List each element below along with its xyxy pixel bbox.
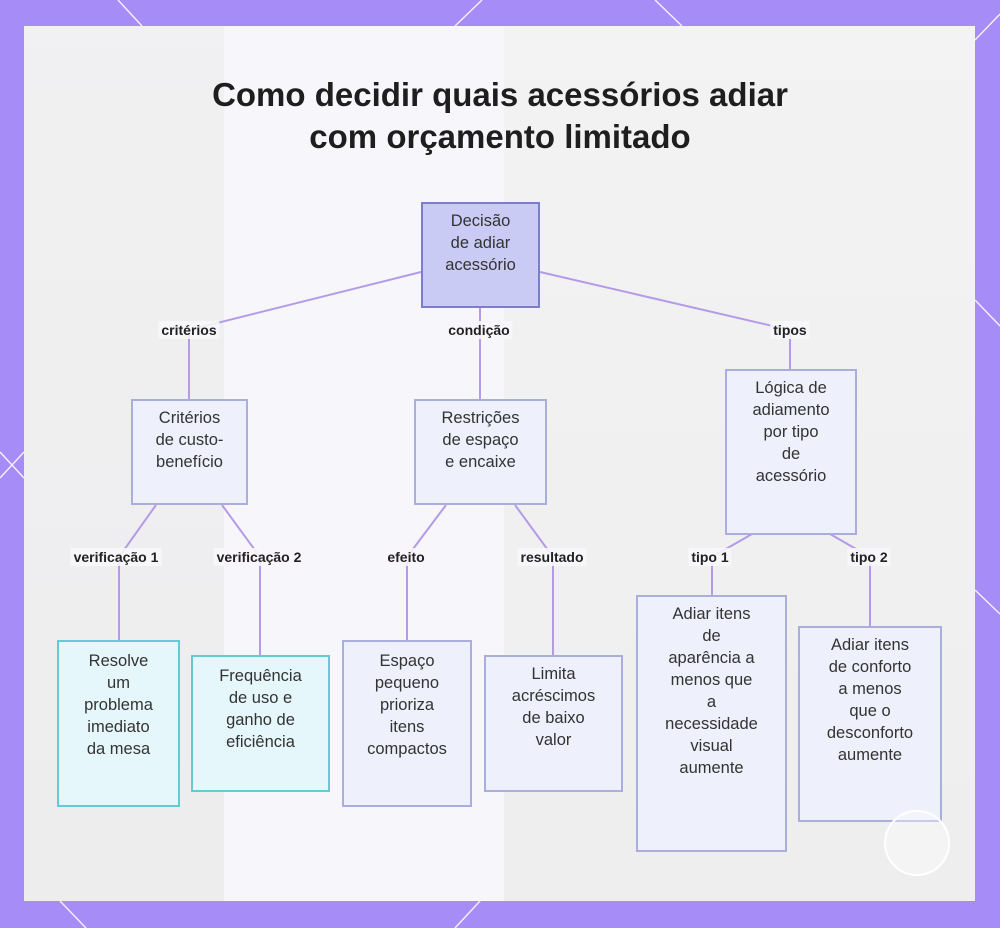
node-line: Restrições — [442, 407, 520, 429]
node-line: adiamento — [752, 399, 829, 421]
edge-tipos — [540, 272, 790, 370]
edge-label-condicao: condição — [445, 321, 512, 339]
node-line: aparência a — [665, 647, 758, 669]
node-line: valor — [512, 729, 595, 751]
node-line: acessório — [445, 254, 516, 276]
node-frequencia-uso: Frequência de uso e ganho de eficiência — [191, 655, 330, 792]
node-line: benefício — [156, 451, 224, 473]
edge-label-tipo1: tipo 1 — [688, 548, 731, 566]
node-line: menos que — [665, 669, 758, 691]
node-line: Resolve — [84, 650, 153, 672]
node-line: um — [84, 672, 153, 694]
node-line: de baixo — [512, 707, 595, 729]
node-decisao-adiar-acessorio: Decisão de adiar acessório — [421, 202, 540, 308]
node-line: Lógica de — [752, 377, 829, 399]
edge-label-verificacao2: verificação 2 — [214, 548, 305, 566]
node-line: de — [665, 625, 758, 647]
node-line: e encaixe — [442, 451, 520, 473]
node-line: de adiar — [445, 232, 516, 254]
node-line: da mesa — [84, 738, 153, 760]
node-line: Adiar itens — [665, 603, 758, 625]
edge-resultado — [515, 505, 553, 656]
edge-label-resultado: resultado — [517, 548, 586, 566]
node-line: necessidade — [665, 713, 758, 735]
node-line: imediato — [84, 716, 153, 738]
edge-criterios — [189, 272, 421, 400]
node-line: acessório — [752, 465, 829, 487]
node-restricoes-espaco: Restrições de espaço e encaixe — [414, 399, 547, 505]
node-line: visual — [665, 735, 758, 757]
edge-verificacao2 — [222, 505, 260, 656]
node-logica-adiamento: Lógica de adiamento por tipo de acessóri… — [725, 369, 857, 535]
edge-label-efeito: efeito — [384, 548, 427, 566]
node-line: pequeno — [367, 672, 447, 694]
node-line: itens — [367, 716, 447, 738]
node-limita-acrescimos: Limita acréscimos de baixo valor — [484, 655, 623, 792]
edge-label-verificacao1: verificação 1 — [71, 548, 162, 566]
node-line: Espaço — [367, 650, 447, 672]
edge-efeito — [407, 505, 446, 641]
edge-verificacao1 — [119, 505, 156, 641]
edge-label-criterios: critérios — [158, 321, 219, 339]
node-line: prioriza — [367, 694, 447, 716]
node-line: Frequência — [219, 665, 302, 687]
node-espaco-pequeno: Espaço pequeno prioriza itens compactos — [342, 640, 472, 807]
node-line: aumente — [665, 757, 758, 779]
node-line: de conforto — [827, 656, 913, 678]
node-line: a menos — [827, 678, 913, 700]
node-line: por tipo — [752, 421, 829, 443]
node-line: de custo- — [156, 429, 224, 451]
node-line: de espaço — [442, 429, 520, 451]
node-resolve-problema: Resolve um problema imediato da mesa — [57, 640, 180, 807]
node-line: Limita — [512, 663, 595, 685]
node-line: eficiência — [219, 731, 302, 753]
node-line: Critérios — [156, 407, 224, 429]
node-line: de — [752, 443, 829, 465]
node-line: compactos — [367, 738, 447, 760]
node-line: acréscimos — [512, 685, 595, 707]
node-line: Adiar itens — [827, 634, 913, 656]
node-line: desconforto — [827, 722, 913, 744]
node-adiar-aparencia: Adiar itens de aparência a menos que a n… — [636, 595, 787, 852]
node-criterios-custo-beneficio: Critérios de custo- benefício — [131, 399, 248, 505]
node-adiar-conforto: Adiar itens de conforto a menos que o de… — [798, 626, 942, 822]
node-line: ganho de — [219, 709, 302, 731]
node-line: problema — [84, 694, 153, 716]
node-line: que o — [827, 700, 913, 722]
watermark-logo-icon — [884, 810, 950, 876]
node-line: aumente — [827, 744, 913, 766]
edge-label-tipo2: tipo 2 — [847, 548, 890, 566]
edge-label-tipos: tipos — [770, 321, 809, 339]
node-line: de uso e — [219, 687, 302, 709]
node-line: Decisão — [445, 210, 516, 232]
node-line: a — [665, 691, 758, 713]
